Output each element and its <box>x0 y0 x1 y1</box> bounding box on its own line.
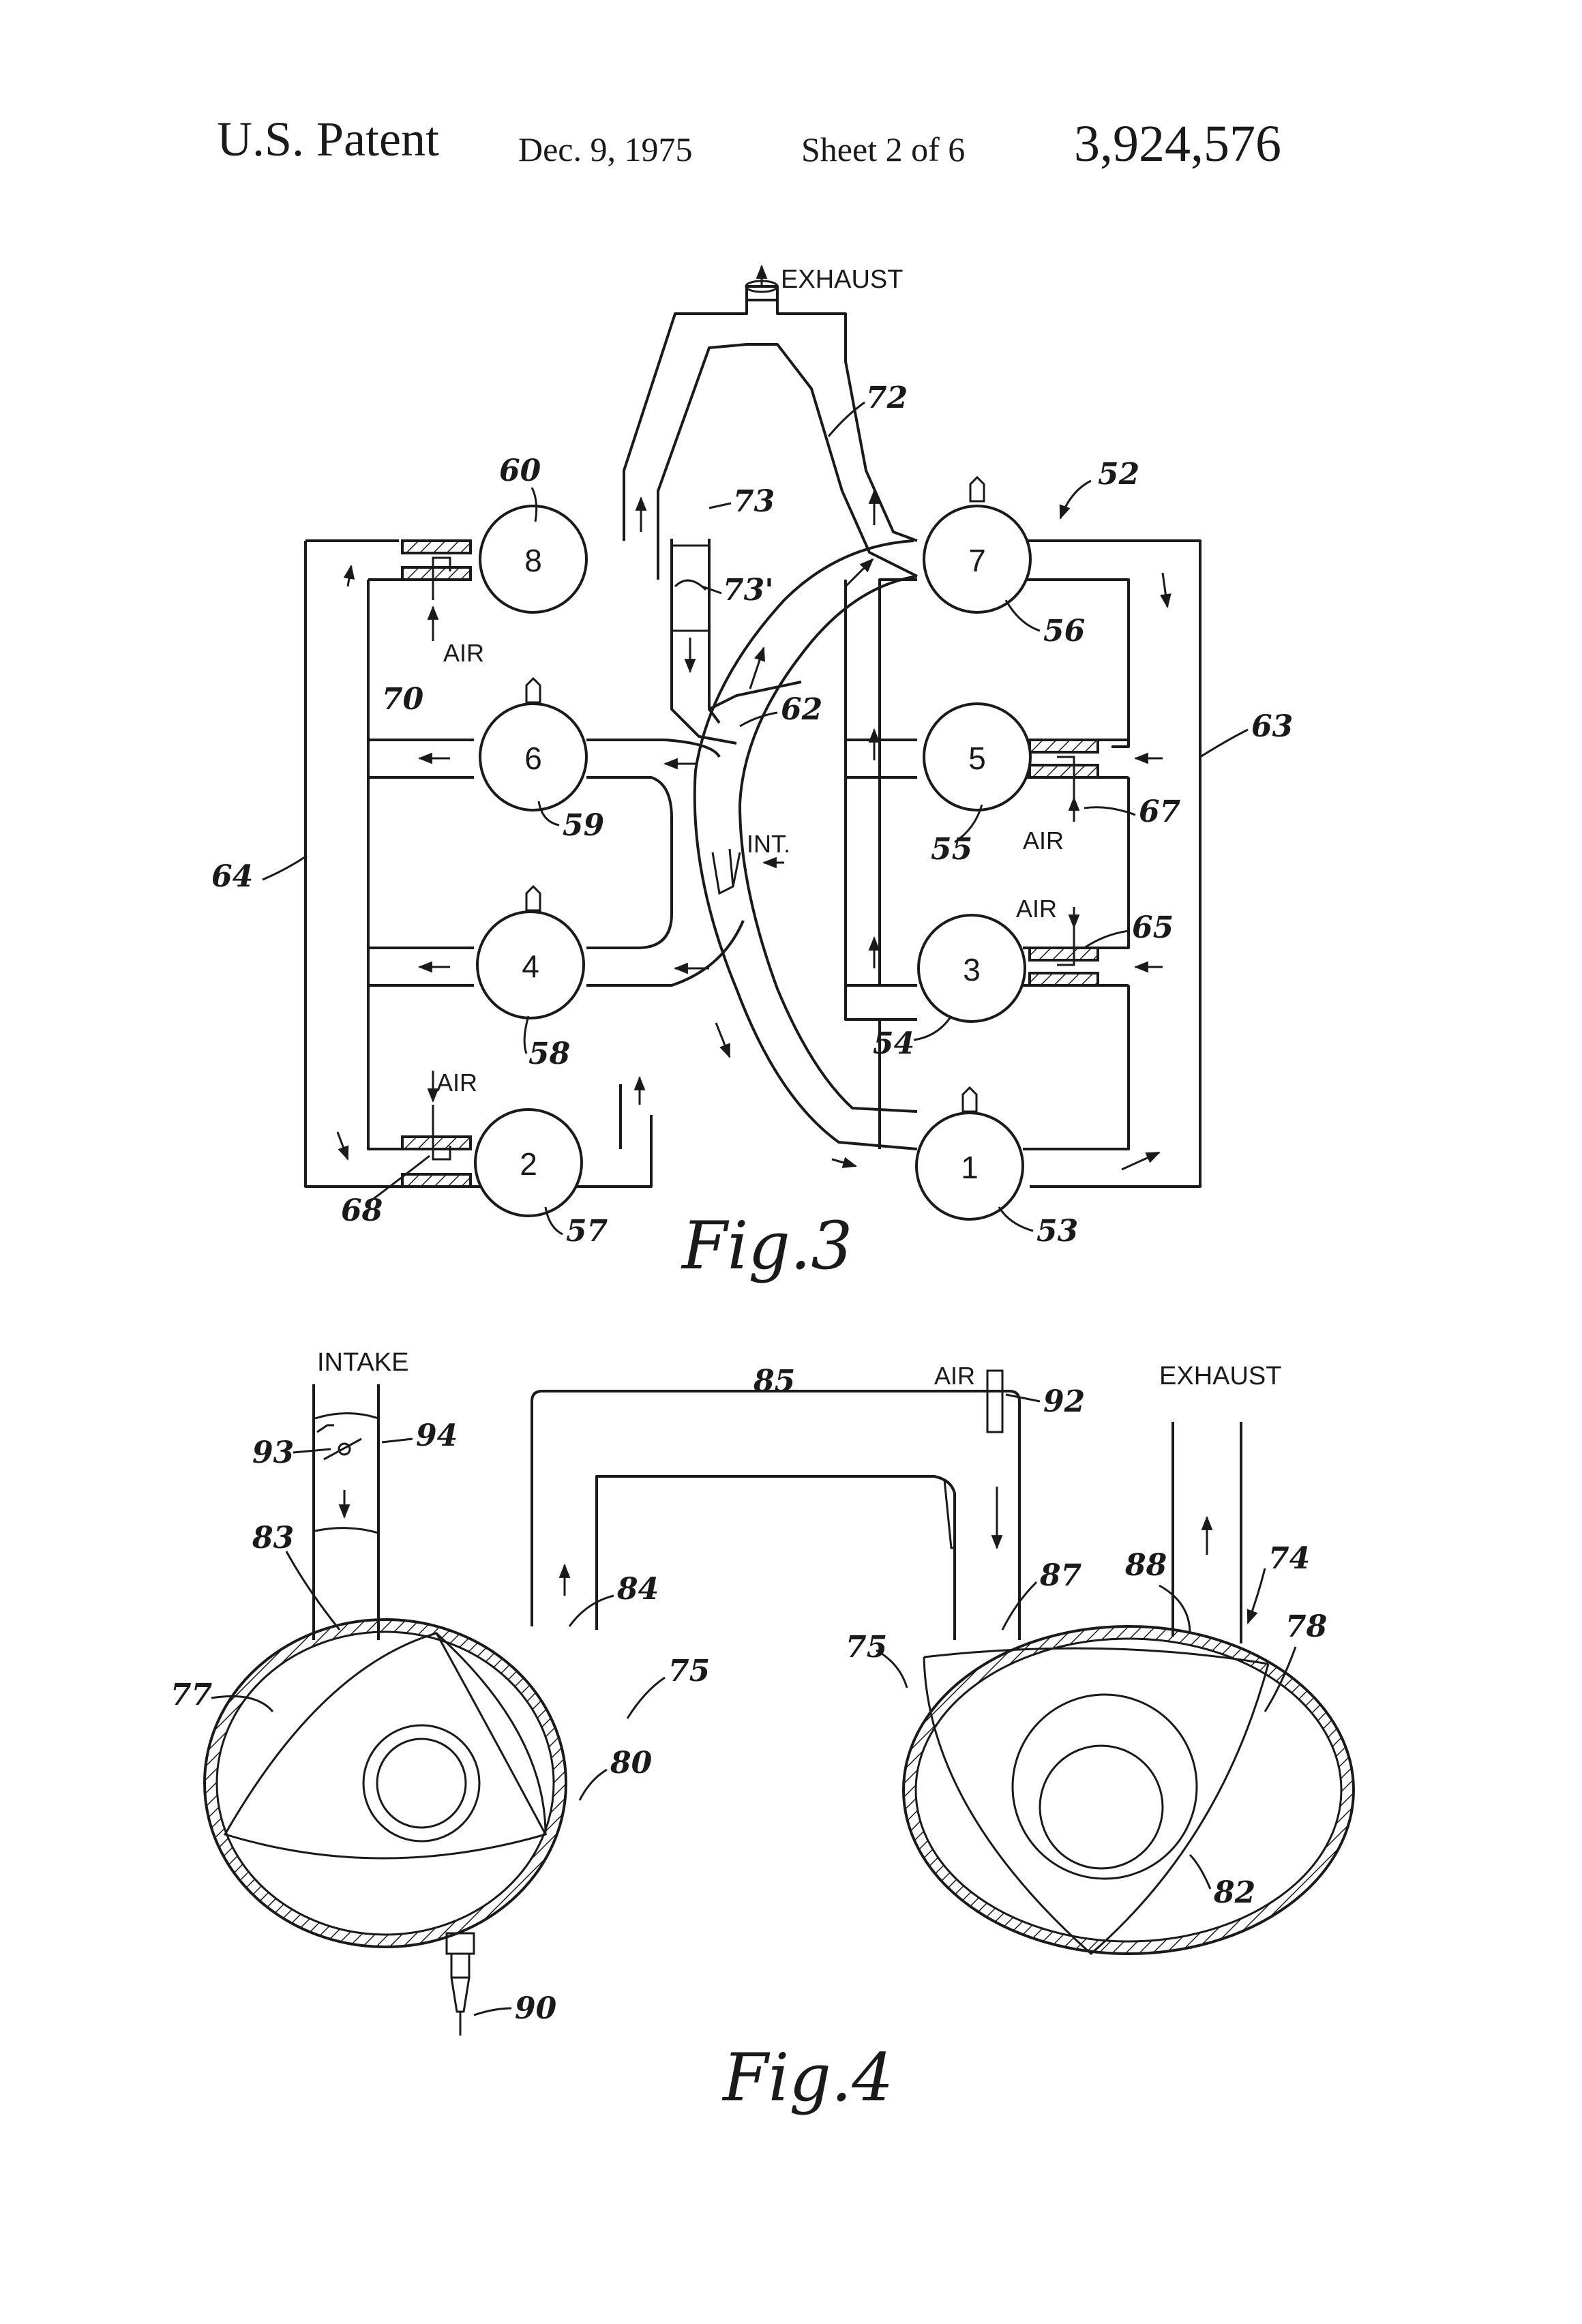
air-label: AIR <box>436 1069 477 1097</box>
cylinder-label: 5 <box>968 741 986 776</box>
intake-label: INTAKE <box>317 1348 408 1377</box>
cylinder-6: 6 <box>480 704 586 810</box>
exhaust-manifold-inner <box>658 344 917 580</box>
cylinder-label: 7 <box>968 543 986 578</box>
intake-pipe <box>314 1384 378 1640</box>
cylinder-label: 3 <box>963 952 981 987</box>
ref-numeral: 58 <box>528 1037 570 1071</box>
ref-numeral: 82 <box>1213 1875 1255 1910</box>
exhaust-label: EXHAUST <box>1159 1362 1281 1390</box>
patent-number: 3,924,576 <box>1074 115 1281 173</box>
cylinder-4: 4 <box>477 912 584 1018</box>
spark-plug-icon <box>526 679 540 702</box>
figure-4: INTAKE EXHAUST AIR 85 92 93 94 83 84 87 … <box>170 1348 1354 2116</box>
ref-numeral: 93 <box>252 1435 294 1470</box>
crossover-pipe-73 <box>672 539 736 743</box>
ref-numeral: 55 <box>931 832 972 867</box>
patent-label: U.S. Patent <box>217 112 439 166</box>
air-injector-65 <box>1030 921 1098 985</box>
figure-3: 8 6 4 2 7 5 3 1 EXHAUST <box>211 265 1293 1284</box>
spark-plug-90-icon <box>447 1933 474 2036</box>
sheet-header: U.S. Patent Dec. 9, 1975 Sheet 2 of 6 3,… <box>217 112 1281 173</box>
ref-numeral: 72 <box>866 381 908 415</box>
cylinder-label: 2 <box>520 1146 537 1182</box>
ref-numeral: 62 <box>781 692 822 727</box>
flow-arrows <box>338 266 1167 1170</box>
ref-numeral: 56 <box>1043 614 1085 649</box>
ref-numeral: 87 <box>1039 1558 1082 1593</box>
cylinder-8: 8 <box>480 506 586 612</box>
ref-numeral: 64 <box>211 859 253 894</box>
air-injector-68 <box>402 1105 471 1187</box>
ref-numeral: 54 <box>873 1026 914 1061</box>
air-nozzle-92 <box>987 1371 1002 1432</box>
cylinder-2: 2 <box>475 1109 582 1216</box>
cylinder-5: 5 <box>924 704 1030 810</box>
ref-numeral: 80 <box>610 1746 653 1781</box>
transfer-duct-85 <box>532 1391 1019 1640</box>
patent-date: Dec. 9, 1975 <box>518 130 693 168</box>
left-bank-outer-pipe <box>305 541 651 1187</box>
air-injector-67 <box>1030 740 1098 818</box>
ref-numeral: 67 <box>1139 794 1181 829</box>
ref-numeral: 77 <box>170 1678 213 1712</box>
throttle-valve <box>317 1425 361 1459</box>
ref-numeral: 70 <box>382 682 424 717</box>
ref-numeral: 73' <box>723 573 774 608</box>
ref-numeral: 78 <box>1285 1609 1327 1644</box>
sheet-number: Sheet 2 of 6 <box>801 130 965 168</box>
air-label: AIR <box>1023 826 1064 854</box>
ref-numeral: 88 <box>1124 1548 1167 1583</box>
ref-numeral: 74 <box>1268 1541 1310 1576</box>
ref-numeral: 57 <box>566 1214 608 1249</box>
ref-numeral: 83 <box>252 1521 294 1555</box>
ref-numeral: 59 <box>563 808 604 843</box>
ref-numeral: 90 <box>515 1991 557 2026</box>
ref-numeral: 84 <box>616 1572 659 1607</box>
figure-3-caption: Fig.3 <box>681 1208 852 1284</box>
cylinder-7: 7 <box>924 506 1030 612</box>
ref-numeral: 52 <box>1098 457 1139 492</box>
air-injector-70 <box>402 541 471 600</box>
cylinder-label: 8 <box>524 543 542 578</box>
cylinder-label: 6 <box>524 741 542 776</box>
cylinder-1: 1 <box>916 1113 1023 1219</box>
air-label: AIR <box>934 1362 975 1390</box>
intake-label: INT. <box>747 830 790 858</box>
cylinder-label: 1 <box>961 1150 979 1185</box>
cylinder-label: 4 <box>522 949 539 984</box>
spark-plug-icon <box>970 477 984 501</box>
intake-inlet <box>713 849 740 893</box>
ref-numeral: 75 <box>846 1630 887 1665</box>
air-label: AIR <box>443 639 484 667</box>
ref-numeral: 75 <box>668 1654 710 1688</box>
ref-numeral: 60 <box>499 453 541 488</box>
ref-numeral: 65 <box>1132 910 1174 945</box>
figure-4-caption: Fig.4 <box>721 2040 893 2116</box>
ref-numeral: 68 <box>341 1193 383 1228</box>
spark-plug-icon <box>526 887 540 910</box>
exhaust-label: EXHAUST <box>781 265 903 294</box>
ref-numeral: 85 <box>753 1364 795 1399</box>
fig3-reference-numerals: 72 73 73' 62 52 63 64 60 70 59 58 68 57 <box>211 381 1293 1249</box>
spark-plug-icon <box>963 1088 976 1112</box>
cylinder-3: 3 <box>919 915 1025 1022</box>
ref-numeral: 92 <box>1043 1384 1085 1419</box>
ref-numeral: 94 <box>416 1418 458 1453</box>
ref-numeral: 63 <box>1251 709 1293 744</box>
ref-numeral: 73 <box>733 484 775 519</box>
air-label: AIR <box>1016 895 1057 923</box>
ref-numeral: 53 <box>1036 1214 1078 1249</box>
